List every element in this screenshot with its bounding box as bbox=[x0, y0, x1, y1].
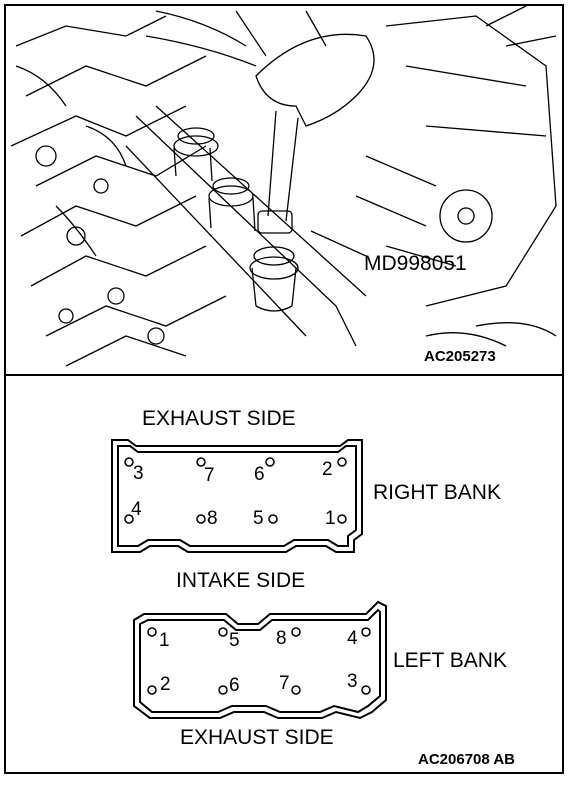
left-bank-bolt-number: 8 bbox=[276, 628, 287, 649]
right-bank-head-outline bbox=[111, 439, 363, 553]
right-bank-bolt-number: 2 bbox=[322, 459, 333, 480]
right-bank-bolt-number: 3 bbox=[133, 463, 144, 484]
right-bank-bolt-number: 4 bbox=[131, 499, 142, 520]
exhaust-side-top-label: EXHAUST SIDE bbox=[142, 407, 296, 430]
left-bank-bolt-number: 7 bbox=[279, 673, 290, 694]
left-bank-bolt-number: 1 bbox=[159, 630, 170, 651]
left-bank-head-outline bbox=[133, 600, 387, 720]
right-bank-bolt-number: 5 bbox=[253, 508, 264, 529]
engine-illustration bbox=[10, 6, 557, 367]
exhaust-side-bottom-label: EXHAUST SIDE bbox=[180, 726, 334, 749]
figure-divider bbox=[4, 374, 564, 376]
left-bank-label: LEFT BANK bbox=[393, 649, 507, 672]
tool-callout-label: MD998051 bbox=[364, 252, 467, 275]
figure-frame bbox=[4, 4, 564, 774]
intake-side-label: INTAKE SIDE bbox=[176, 569, 306, 592]
right-bank-bolt-number: 7 bbox=[204, 465, 215, 486]
left-bank-bolt-number: 5 bbox=[229, 630, 240, 651]
figure-id-photo: AC205273 bbox=[424, 348, 496, 365]
figure-id-diagram: AC206708 AB bbox=[418, 751, 515, 768]
right-bank-bolt-number: 8 bbox=[207, 508, 218, 529]
right-bank-bolt-number: 6 bbox=[254, 464, 265, 485]
right-bank-label: RIGHT BANK bbox=[373, 481, 501, 504]
left-bank-bolt-number: 2 bbox=[160, 674, 171, 695]
left-bank-bolt-number: 4 bbox=[347, 628, 358, 649]
left-bank-bolt-number: 6 bbox=[229, 675, 240, 696]
left-bank-bolt-number: 3 bbox=[347, 671, 358, 692]
right-bank-bolt-number: 1 bbox=[325, 508, 336, 529]
